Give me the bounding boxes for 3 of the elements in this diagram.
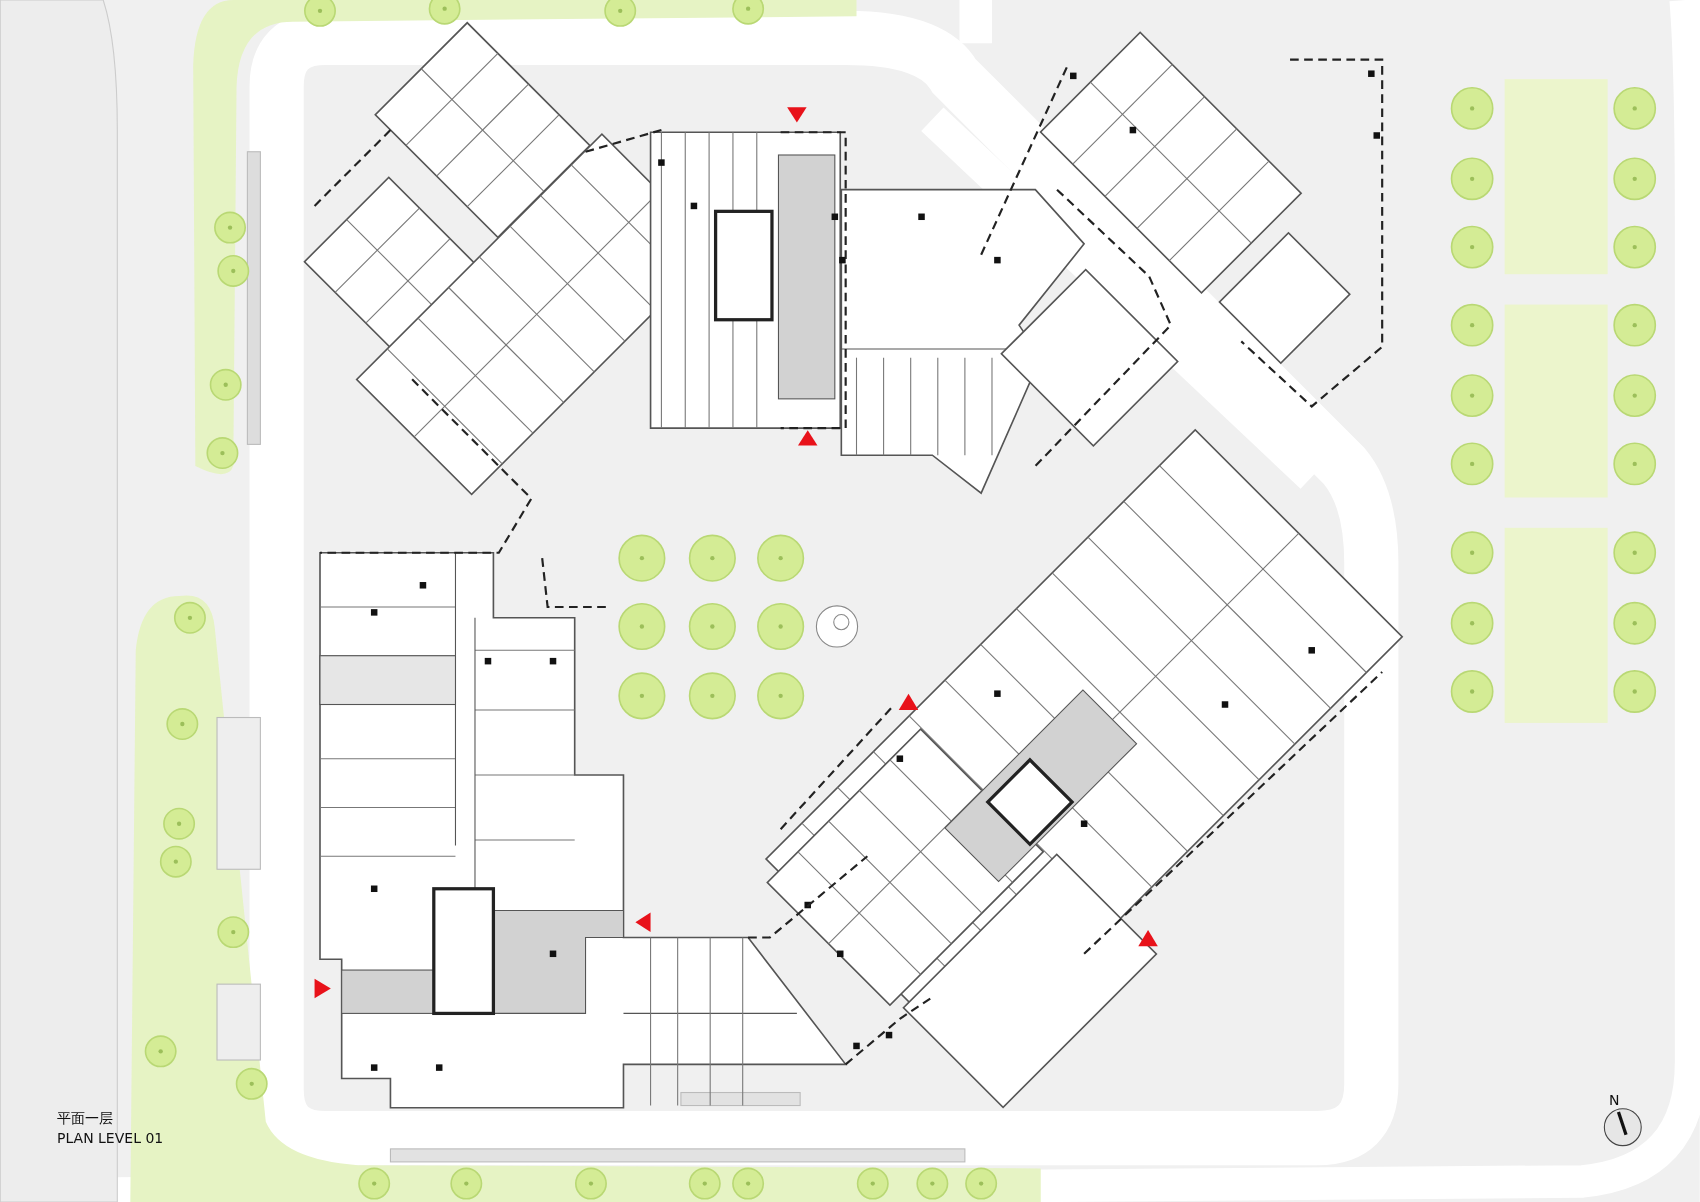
north-label: N	[1609, 1093, 1620, 1109]
plan-title-chinese: 平面一层	[57, 1111, 113, 1127]
plan-title: PLAN LEVEL 01	[57, 1131, 164, 1147]
